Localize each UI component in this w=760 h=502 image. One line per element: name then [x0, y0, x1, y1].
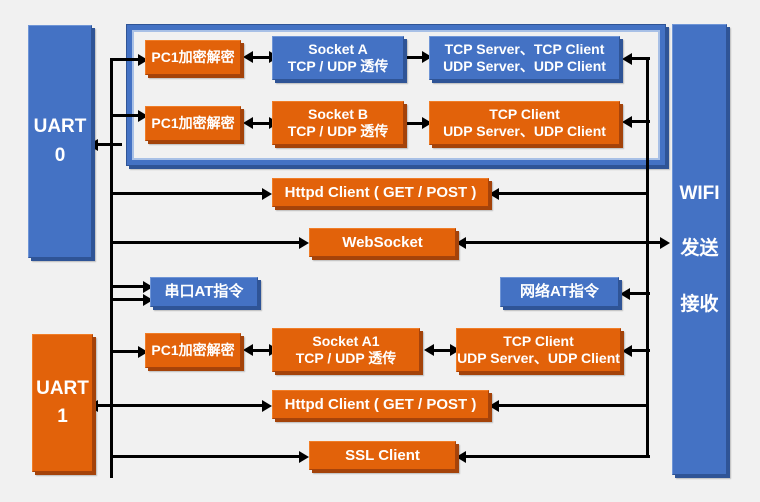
wifi-to-proto-b [630, 120, 650, 123]
uart0-socket-a-line2: TCP / UDP 透传 [287, 58, 389, 74]
uart1-proto-line2: UDP Server、UDP Client [457, 350, 620, 366]
wifi-to-proto-a [630, 57, 650, 60]
uart0-socket-b-box[interactable]: Socket B TCP / UDP 透传 [272, 101, 404, 145]
wifi-to-ssl-arrowhead [456, 450, 466, 463]
wifi-to-ssl [464, 455, 650, 458]
uart0-proto-b-line1: TCP Client [489, 106, 560, 123]
uart1-crypto-box[interactable]: PC1加密解密 [145, 333, 241, 368]
uart0-branch-to-httpd [110, 192, 265, 195]
uart1-proto-line1: TCP Client [503, 333, 574, 350]
wifi-to-httpd-top-arrowhead [489, 187, 499, 200]
uart0-httpd-client-label: Httpd Client ( GET / POST ) [284, 183, 477, 201]
uart1-branch-to-crypto-arrowhead [138, 345, 148, 358]
uart1-branch-to-serial-at [110, 298, 145, 301]
uart0-return-arrowhead [88, 138, 98, 151]
uart1-branch-to-ssl-arrowhead [299, 450, 309, 463]
uart0-proto-b-line2: UDP Server、UDP Client [443, 123, 606, 139]
uart0-branch-to-crypto-b-arrowhead [138, 109, 148, 122]
uart1-label-line2: 1 [57, 406, 68, 427]
wifi-to-proto-b-arrowhead [622, 115, 632, 128]
uart0-crypto-a-box[interactable]: PC1加密解密 [145, 40, 241, 75]
serial-at-command-box[interactable]: 串口AT指令 [150, 277, 258, 307]
uart0-proto-b-box[interactable]: TCP Client UDP Server、UDP Client [429, 101, 620, 145]
uart1-trunk-vertical [110, 298, 113, 458]
uart0-branch-to-crypto-b [110, 114, 140, 117]
uart0-branch-to-websocket [110, 241, 302, 244]
uart1-socket-a1-line2: TCP / UDP 透传 [295, 350, 397, 366]
wifi-inbound-arrowhead [660, 236, 670, 249]
uart0-endpoint[interactable]: UART 0 [28, 25, 92, 258]
uart0-branch-to-httpd-arrowhead [262, 187, 272, 200]
uart0-socket-b-line2: TCP / UDP 透传 [287, 123, 389, 139]
wifi-to-proto-a-arrowhead [622, 52, 632, 65]
uart1-branch-to-crypto [110, 350, 140, 353]
network-at-command-box[interactable]: 网络AT指令 [500, 277, 619, 307]
wifi-label-line1: WIFI [679, 182, 720, 204]
wifi-to-httpd-bottom-arrowhead [489, 399, 499, 412]
uart1-ssl-client-box[interactable]: SSL Client [309, 441, 456, 470]
uart1-return-arrowhead [88, 399, 98, 412]
uart0-return-line [96, 143, 122, 146]
uart1-socket-a1-box[interactable]: Socket A1 TCP / UDP 透传 [272, 328, 420, 372]
uart0-proto-a-line2: UDP Server、UDP Client [443, 58, 606, 74]
network-at-command-label: 网络AT指令 [520, 283, 599, 301]
uart0-crypto-b-box[interactable]: PC1加密解密 [145, 106, 241, 141]
uart0-websocket-box[interactable]: WebSocket [309, 228, 456, 257]
uart0-branch-to-serial-at [110, 285, 145, 288]
uart0-crypto-a-label: PC1加密解密 [151, 49, 235, 66]
socket-a1-to-proto-connector [424, 344, 460, 356]
wifi-to-httpd-top [497, 192, 649, 195]
uart0-crypto-b-label: PC1加密解密 [151, 115, 235, 132]
uart1-endpoint[interactable]: UART 1 [32, 334, 93, 472]
wifi-to-uart1-proto-arrowhead [622, 344, 632, 357]
wifi-trunk-vertical [646, 57, 649, 457]
wifi-label-send: 发送 [680, 238, 719, 260]
uart0-label-line1: UART [33, 116, 87, 138]
wifi-label-receive: 接收 [680, 293, 719, 315]
uart1-httpd-client-label: Httpd Client ( GET / POST ) [284, 395, 477, 413]
wifi-to-network-at-arrowhead [620, 287, 630, 300]
wifi-inbound-stub [646, 241, 666, 244]
uart1-label-line1: UART [36, 377, 89, 399]
uart1-socket-a1-line1: Socket A1 [312, 333, 380, 350]
uart0-proto-a-line1: TCP Server、TCP Client [444, 41, 605, 58]
uart0-branch-to-crypto-a [110, 58, 140, 61]
uart1-ssl-client-label: SSL Client [345, 446, 420, 464]
uart0-httpd-client-box[interactable]: Httpd Client ( GET / POST ) [272, 178, 489, 207]
wifi-to-websocket [464, 241, 650, 244]
uart1-proto-box[interactable]: TCP Client UDP Server、UDP Client [456, 328, 621, 372]
uart1-httpd-line [96, 404, 266, 407]
uart0-trunk-vertical [110, 58, 113, 478]
uart1-to-httpd-arrowhead [262, 399, 272, 412]
uart0-websocket-label: WebSocket [342, 233, 423, 251]
uart0-socket-a-box[interactable]: Socket A TCP / UDP 透传 [272, 36, 404, 80]
uart0-label-line2: 0 [54, 144, 66, 166]
wifi-to-websocket-arrowhead [456, 236, 466, 249]
wifi-to-uart1-proto [630, 349, 650, 352]
uart0-branch-to-crypto-a-arrowhead [138, 53, 148, 66]
uart0-socket-b-line1: Socket B [308, 106, 368, 123]
uart1-branch-to-serial-at-arrowhead [143, 293, 153, 306]
wifi-to-network-at [628, 292, 650, 295]
uart0-socket-a-line1: Socket A [308, 41, 368, 58]
uart0-branch-to-websocket-arrowhead [299, 236, 309, 249]
wifi-to-httpd-bottom [497, 404, 649, 407]
uart0-branch-to-serial-at-arrowhead [143, 280, 153, 293]
wifi-endpoint[interactable]: WIFI 发送 接收 [672, 24, 727, 475]
uart1-crypto-label: PC1加密解密 [151, 342, 235, 359]
uart1-branch-to-ssl [110, 455, 302, 458]
uart1-httpd-client-box[interactable]: Httpd Client ( GET / POST ) [272, 390, 489, 419]
uart0-proto-a-box[interactable]: TCP Server、TCP Client UDP Server、UDP Cli… [429, 36, 620, 80]
serial-at-command-label: 串口AT指令 [164, 283, 244, 301]
